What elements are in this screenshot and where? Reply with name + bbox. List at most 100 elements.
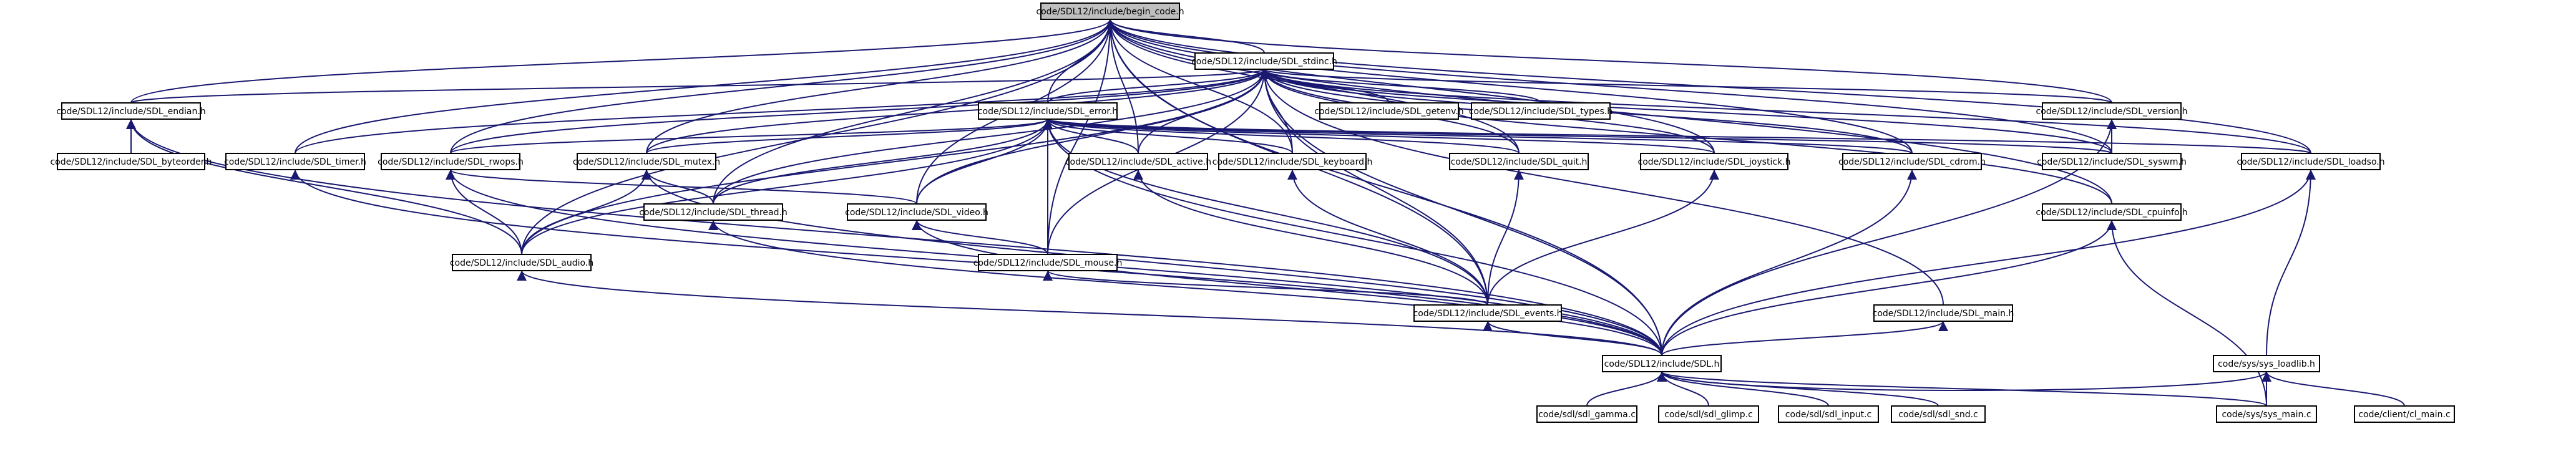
node-label-sdl_h: code/SDL12/include/SDL.h (1604, 359, 1720, 369)
node-label-sdl_active: code/SDL12/include/SDL_active.h (1065, 157, 1211, 167)
node-box-sdl_input[interactable] (1778, 405, 1879, 423)
node-box-sdl_gamma[interactable] (1536, 405, 1637, 423)
node-sdl_quit[interactable]: code/SDL12/include/SDL_quit.h (1449, 153, 1589, 170)
edge-sdl_video-to-sdl_error (916, 118, 1053, 205)
node-sdl_h[interactable]: code/SDL12/include/SDL.h (1602, 355, 1722, 372)
node-box-sdl_rwops[interactable] (381, 153, 520, 170)
node-box-sdl_byteorder[interactable] (57, 153, 205, 170)
node-sdl_syswm[interactable]: code/SDL12/include/SDL_syswm.h (2037, 153, 2187, 170)
node-box-cl_main[interactable] (2354, 405, 2455, 423)
node-sdl_video[interactable]: code/SDL12/include/SDL_video.h (845, 203, 988, 221)
node-label-sdl_thread: code/SDL12/include/SDL_thread.h (639, 208, 788, 218)
node-box-begin_code[interactable] (1040, 2, 1180, 20)
node-box-sdl_cdrom[interactable] (1842, 153, 1982, 170)
node-sdl_cpuinfo[interactable]: code/SDL12/include/SDL_cpuinfo.h (2036, 203, 2188, 221)
edge-sdl_endian-to-begin_code (130, 19, 1115, 104)
edge-sdl_loadso-to-sdl_stdinc (1259, 69, 2311, 154)
node-box-sdl_timer[interactable] (225, 153, 365, 170)
node-label-sdl_main: code/SDL12/include/SDL_main.h (1873, 309, 2014, 319)
node-sys_main[interactable]: code/sys/sys_main.c (2216, 405, 2317, 423)
node-sdl_byteorder[interactable]: code/SDL12/include/SDL_byteorder.h (50, 153, 212, 170)
node-box-sdl_snd[interactable] (1891, 405, 1986, 423)
node-box-sdl_loadso[interactable] (2241, 153, 2381, 170)
node-label-sdl_timer: code/SDL12/include/SDL_timer.h (224, 157, 366, 167)
node-label-sdl_byteorder: code/SDL12/include/SDL_byteorder.h (50, 157, 212, 167)
node-box-sdl_events[interactable] (1413, 304, 1562, 322)
edge-sdl_h-to-sdl_thread (708, 220, 1662, 356)
edge-sdl_video-to-sdl_stdinc (916, 69, 1269, 205)
node-box-sdl_error[interactable] (978, 102, 1118, 120)
node-sdl_loadso[interactable]: code/SDL12/include/SDL_loadso.h (2237, 153, 2385, 170)
node-label-sdl_keyboard: code/SDL12/include/SDL_keyboard.h (1212, 157, 1373, 167)
edge-sdl_rwops-to-sdl_error (450, 118, 1053, 154)
node-box-sdl_quit[interactable] (1449, 153, 1589, 170)
node-box-sdl_version[interactable] (2042, 102, 2182, 120)
node-box-sdl_cpuinfo[interactable] (2042, 203, 2182, 221)
node-sdl_glimp[interactable]: code/sdl/sdl_glimp.c (1658, 405, 1759, 423)
node-box-sdl_endian[interactable] (61, 102, 201, 120)
node-sdl_cdrom[interactable]: code/SDL12/include/SDL_cdrom.h (1838, 153, 1986, 170)
node-sdl_active[interactable]: code/SDL12/include/SDL_active.h (1065, 153, 1211, 170)
node-box-sdl_thread[interactable] (643, 203, 783, 221)
edge-sdl_h-to-sdl_main (1661, 321, 1948, 356)
edge-sdl_audio-to-sdl_mutex (521, 169, 651, 255)
node-box-sdl_active[interactable] (1068, 153, 1208, 170)
node-box-sdl_audio[interactable] (452, 254, 592, 271)
node-sdl_rwops[interactable]: code/SDL12/include/SDL_rwops.h (378, 153, 524, 170)
node-sdl_timer[interactable]: code/SDL12/include/SDL_timer.h (224, 153, 366, 170)
node-sys_loadlib[interactable]: code/sys/sys_loadlib.h (2213, 355, 2320, 372)
edge-sdl_events-to-sdl_active (1133, 169, 1488, 306)
node-sdl_stdinc[interactable]: code/SDL12/include/SDL_stdinc.h (1191, 52, 1337, 70)
node-sdl_endian[interactable]: code/SDL12/include/SDL_endian.h (56, 102, 206, 120)
node-box-sdl_joystick[interactable] (1640, 153, 1788, 170)
edge-sdl_events-to-sdl_mouse (1043, 270, 1488, 306)
node-sdl_error[interactable]: code/SDL12/include/SDL_error.h (978, 102, 1118, 120)
node-box-sdl_getenv[interactable] (1319, 102, 1459, 120)
node-label-sys_main: code/sys/sys_main.c (2222, 410, 2311, 420)
edge-sdl_h-to-sdl_mutex (642, 169, 1662, 356)
node-sdl_mouse[interactable]: code/SDL12/include/SDL_mouse.h (973, 254, 1123, 271)
node-sdl_gamma[interactable]: code/sdl/sdl_gamma.c (1536, 405, 1637, 423)
edge-sdl_thread-to-sdl_stdinc (713, 69, 1269, 205)
node-box-sdl_mutex[interactable] (577, 153, 716, 170)
node-cl_main[interactable]: code/client/cl_main.c (2354, 405, 2455, 423)
node-sdl_keyboard[interactable]: code/SDL12/include/SDL_keyboard.h (1212, 153, 1373, 170)
node-sdl_snd[interactable]: code/sdl/sdl_snd.c (1891, 405, 1986, 423)
node-label-sdl_getenv: code/SDL12/include/SDL_getenv.h (1314, 107, 1463, 117)
edge-sdl_mutex-to-sdl_error (646, 118, 1053, 154)
node-begin_code[interactable]: code/SDL12/include/begin_code.h (1036, 2, 1184, 20)
node-box-sdl_video[interactable] (847, 203, 987, 221)
edge-sdl_h-to-sdl_audio (517, 270, 1662, 356)
node-sdl_version[interactable]: code/SDL12/include/SDL_version.h (2036, 102, 2188, 120)
node-sdl_getenv[interactable]: code/SDL12/include/SDL_getenv.h (1314, 102, 1464, 120)
node-sdl_thread[interactable]: code/SDL12/include/SDL_thread.h (639, 203, 788, 221)
edge-sdl_gamma-to-sdl_h (1586, 371, 1667, 407)
node-sdl_input[interactable]: code/sdl/sdl_input.c (1778, 405, 1879, 423)
node-box-sys_loadlib[interactable] (2213, 355, 2320, 372)
node-sdl_joystick[interactable]: code/SDL12/include/SDL_joystick.h (1638, 153, 1791, 170)
edge-sdl_cdrom-to-begin_code (1105, 19, 1913, 154)
edge-sdl_keyboard-to-sdl_error (1043, 118, 1293, 154)
node-sdl_main[interactable]: code/SDL12/include/SDL_main.h (1873, 304, 2014, 322)
edge-sdl_types-to-sdl_stdinc (1259, 69, 1541, 104)
node-box-sdl_h[interactable] (1602, 355, 1722, 372)
node-label-sdl_snd: code/sdl/sdl_snd.c (1898, 410, 1978, 420)
node-box-sdl_keyboard[interactable] (1218, 153, 1367, 170)
node-box-sys_main[interactable] (2216, 405, 2317, 423)
node-sdl_events[interactable]: code/SDL12/include/SDL_events.h (1413, 304, 1563, 322)
node-box-sdl_glimp[interactable] (1658, 405, 1759, 423)
node-label-cl_main: code/client/cl_main.c (2358, 410, 2450, 420)
node-sdl_audio[interactable]: code/SDL12/include/SDL_audio.h (450, 254, 593, 271)
node-box-sdl_mouse[interactable] (978, 254, 1118, 271)
node-box-sdl_types[interactable] (1471, 102, 1611, 120)
node-box-sdl_main[interactable] (1873, 304, 2013, 322)
node-box-sdl_syswm[interactable] (2042, 153, 2182, 170)
node-label-sdl_video: code/SDL12/include/SDL_video.h (845, 208, 988, 218)
node-sdl_mutex[interactable]: code/SDL12/include/SDL_mutex.h (573, 153, 720, 170)
edge-sdl_thread-to-begin_code (713, 19, 1115, 205)
node-label-sdl_glimp: code/sdl/sdl_glimp.c (1664, 410, 1753, 420)
node-box-sdl_stdinc[interactable] (1194, 52, 1334, 70)
node-sdl_types[interactable]: code/SDL12/include/SDL_types.h (1469, 102, 1612, 120)
